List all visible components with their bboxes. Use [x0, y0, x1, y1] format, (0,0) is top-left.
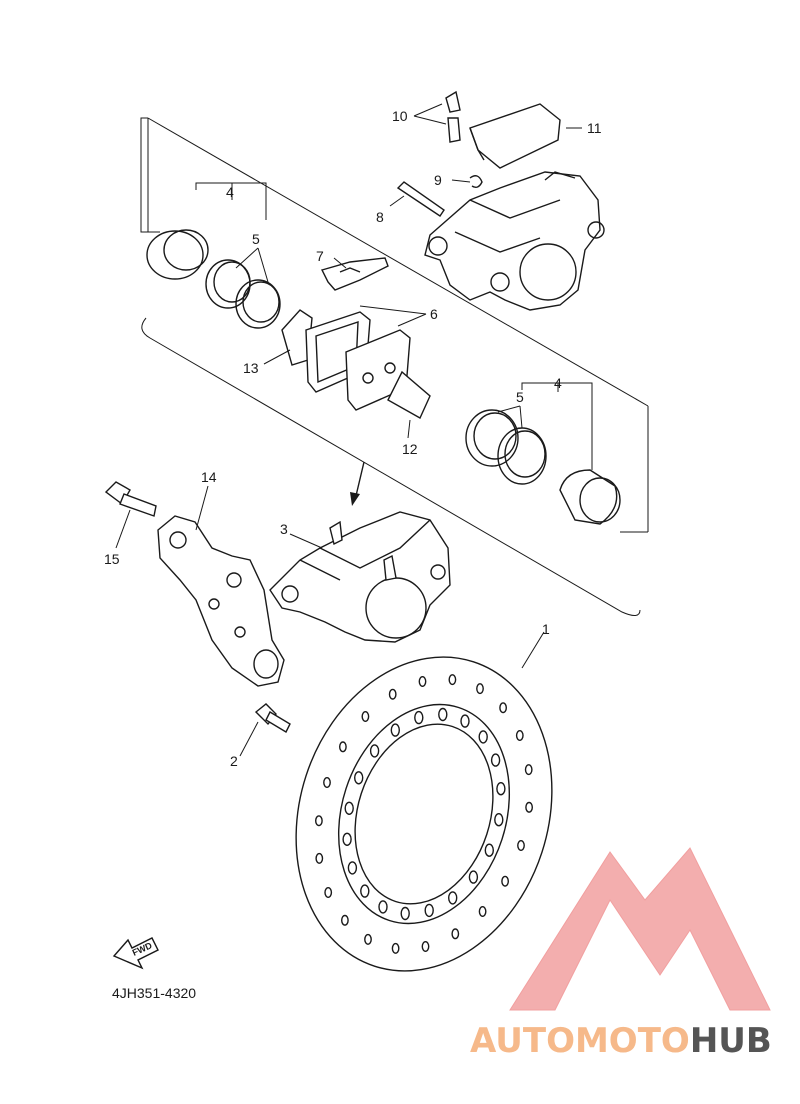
rotor-hole [468, 870, 479, 884]
label-shim-left: 13 [243, 360, 259, 376]
part-labels: 10 11 9 8 7 4 5 6 13 12 4 5 14 3 15 2 1 [104, 108, 602, 769]
label-pad-kit: 6 [430, 306, 438, 322]
rotor-hole [448, 674, 457, 686]
bracket-bolt [104, 481, 157, 517]
rotor-hole [361, 711, 370, 723]
rotor-hole [369, 744, 380, 758]
rotor-hole [499, 702, 507, 714]
watermark-logo [509, 847, 771, 1011]
label-bleed-screw: 10 [392, 108, 408, 124]
leader-lines [115, 103, 593, 757]
rotor-hole [424, 903, 434, 918]
label-rotor-bolt: 2 [230, 753, 238, 769]
rotor-hole [338, 741, 347, 753]
pad-spring [320, 257, 389, 291]
label-bracket-bolt: 15 [104, 551, 120, 567]
rotor-hole [314, 815, 323, 827]
upper-caliper-body [424, 171, 605, 311]
rotor-hole [344, 801, 354, 815]
caliper-assembly [269, 511, 451, 643]
label-pad-spring: 7 [316, 248, 324, 264]
label-caliper: 3 [280, 521, 288, 537]
rotor-hole [391, 942, 400, 954]
rotor-hole [421, 941, 430, 953]
label-rotor: 1 [542, 621, 550, 637]
drawing-code: 4JH351-4320 [112, 985, 196, 1001]
rotor-hole [315, 852, 324, 864]
piston-upper [146, 229, 209, 280]
rotor-hole [448, 891, 458, 905]
fwd-arrow-icon: FWD [112, 937, 159, 970]
rotor-hole [494, 813, 504, 827]
rotor-hole [388, 688, 397, 700]
assembly-arrow [350, 461, 365, 506]
rotor-hole [438, 707, 448, 722]
label-piston-inner: 4 [554, 375, 562, 391]
watermark-text-part2: HUB [690, 1021, 772, 1061]
rotor-hole [360, 884, 370, 898]
exploded-frame [140, 117, 649, 616]
rotor-hole [354, 771, 364, 785]
rotor-hole [496, 782, 506, 796]
rotor-hole [323, 777, 331, 789]
pin-bolt [396, 181, 445, 217]
watermark-text: AUTOMOTOHUB [470, 1021, 772, 1061]
rotor-hole [418, 676, 427, 688]
rotor-hole [517, 840, 525, 852]
seal-upper-b [235, 279, 281, 329]
rotor-hole [342, 832, 352, 846]
rotor-hole [478, 906, 487, 918]
rotor-hole [524, 764, 533, 776]
label-bracket: 14 [201, 469, 217, 485]
rotor-hole [324, 887, 333, 899]
retaining-clip [469, 175, 483, 189]
seal-lower-b [497, 427, 547, 485]
caliper-bracket [157, 515, 285, 687]
shim-right [387, 370, 431, 419]
rotor-hole [515, 730, 524, 742]
rotor-hole [378, 900, 388, 914]
rotor-hole [390, 723, 400, 737]
rotor-holes [314, 674, 533, 954]
rotor-hole [400, 906, 410, 921]
rotor-hole [525, 801, 533, 813]
watermark-text-part1: AUTOMOTO [470, 1021, 690, 1061]
rotor-hole [460, 714, 470, 728]
label-seal-upper: 5 [252, 231, 260, 247]
label-piston-outer: 4 [226, 184, 234, 200]
rotor-bolt [254, 703, 291, 733]
rotor-hole [501, 875, 509, 887]
rotor-hole [364, 933, 372, 945]
caliper-cover [469, 103, 561, 169]
label-seal-lower: 5 [516, 389, 524, 405]
rotor-hole [476, 683, 484, 695]
rotor-hole [347, 861, 358, 875]
rotor-hole [451, 928, 460, 940]
bleed-screw [445, 90, 461, 143]
rotor-hole [340, 914, 349, 926]
rotor-hole [490, 753, 501, 767]
label-clip: 9 [434, 172, 442, 188]
rotor-hole [414, 710, 424, 725]
rotor-hole [484, 843, 494, 857]
label-cover: 11 [587, 120, 602, 136]
seal-lower-a [465, 409, 519, 467]
piston-lower [559, 469, 621, 525]
label-pin-bolt: 8 [376, 209, 384, 225]
brake-rotor [295, 656, 553, 972]
label-shim-right: 12 [402, 441, 418, 457]
rotor-hole [478, 730, 488, 744]
